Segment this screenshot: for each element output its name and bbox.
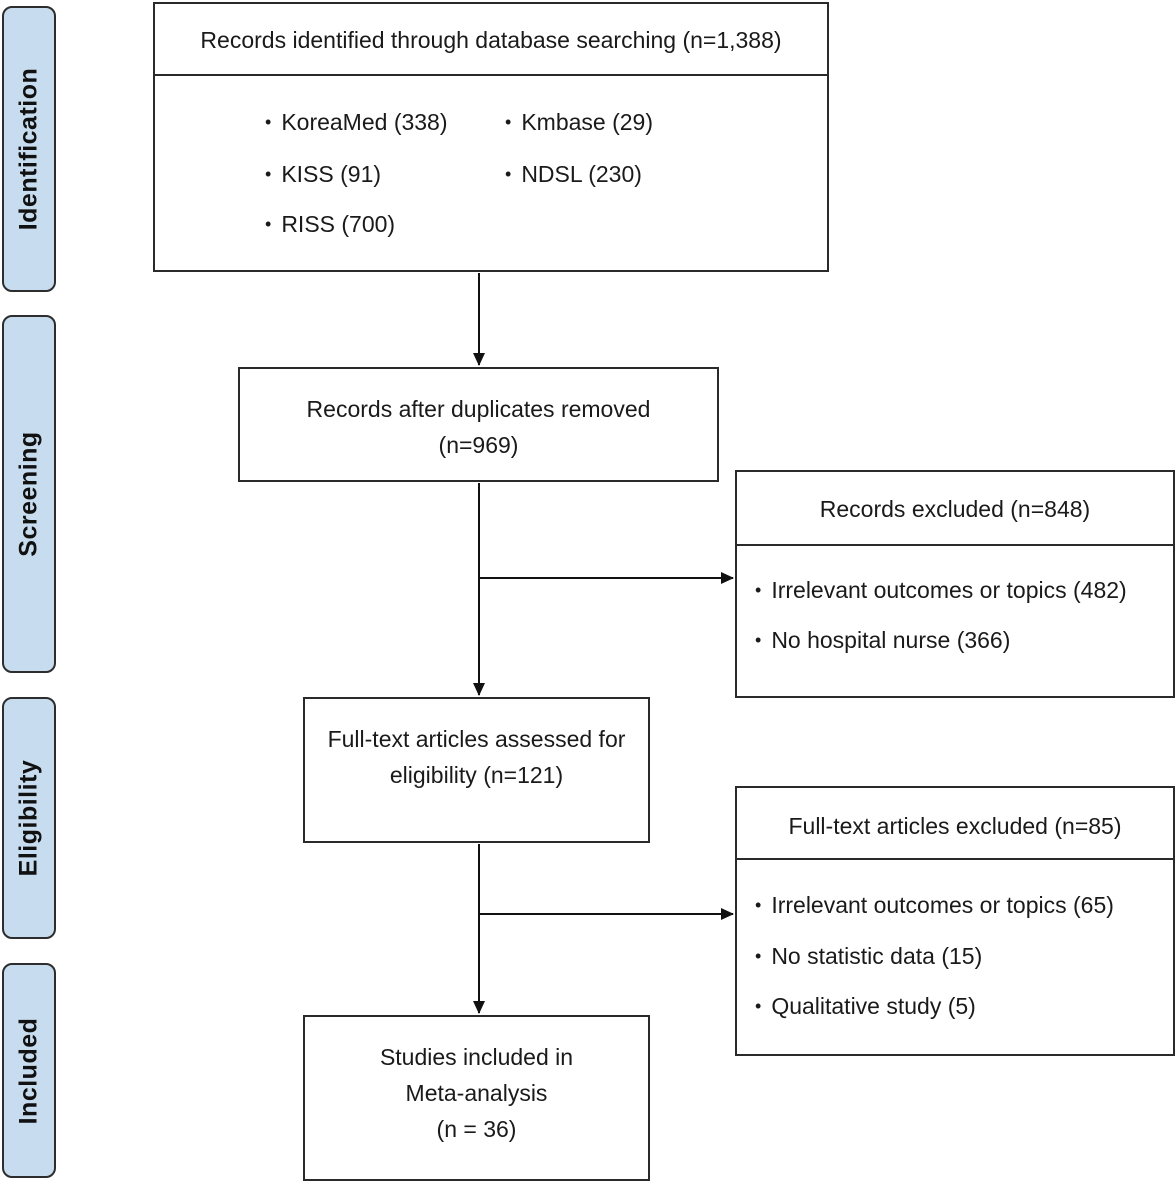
included-studies-box: Studies included in Meta-analysis (n = 3… bbox=[303, 1015, 650, 1181]
included-studies-line3: (n = 36) bbox=[436, 1116, 517, 1142]
records-excluded-reason: Irrelevant outcomes or topics (482) bbox=[755, 577, 1126, 604]
after-duplicates-line2: (n=969) bbox=[438, 432, 519, 458]
after-duplicates-box: Records after duplicates removed (n=969) bbox=[238, 367, 719, 482]
included-studies-line2: Meta-analysis bbox=[405, 1080, 548, 1106]
records-identified-header: Records identified through database sear… bbox=[155, 4, 827, 76]
stage-eligibility: Eligibility bbox=[2, 697, 56, 939]
full-text-assessed-line1: Full-text articles assessed for bbox=[327, 726, 626, 752]
full-text-assessed-box: Full-text articles assessed for eligibil… bbox=[303, 697, 650, 843]
full-text-excluded-reason: No statistic data (15) bbox=[755, 943, 982, 970]
stage-identification: Identification bbox=[2, 6, 56, 292]
records-identified-box: Records identified through database sear… bbox=[153, 2, 829, 272]
full-text-excluded-reason: Qualitative study (5) bbox=[755, 993, 976, 1020]
records-excluded-reason: No hospital nurse (366) bbox=[755, 627, 1010, 654]
records-excluded-header: Records excluded (n=848) bbox=[737, 472, 1173, 546]
full-text-excluded-reason: Irrelevant outcomes or topics (65) bbox=[755, 892, 1114, 919]
stage-screening: Screening bbox=[2, 315, 56, 673]
full-text-assessed-line2: eligibility (n=121) bbox=[389, 762, 564, 788]
source-koreamed: KoreaMed (338) bbox=[265, 109, 447, 136]
full-text-excluded-header: Full-text articles excluded (n=85) bbox=[737, 788, 1173, 860]
source-kmbase: Kmbase (29) bbox=[505, 109, 653, 136]
stage-included: Included bbox=[2, 963, 56, 1178]
source-ndsl: NDSL (230) bbox=[505, 161, 642, 188]
records-excluded-box: Records excluded (n=848) Irrelevant outc… bbox=[735, 470, 1175, 698]
source-kiss: KISS (91) bbox=[265, 161, 381, 188]
after-duplicates-line1: Records after duplicates removed bbox=[306, 396, 651, 422]
source-riss: RISS (700) bbox=[265, 211, 395, 238]
full-text-excluded-box: Full-text articles excluded (n=85) Irrel… bbox=[735, 786, 1175, 1056]
included-studies-line1: Studies included in bbox=[379, 1044, 574, 1070]
